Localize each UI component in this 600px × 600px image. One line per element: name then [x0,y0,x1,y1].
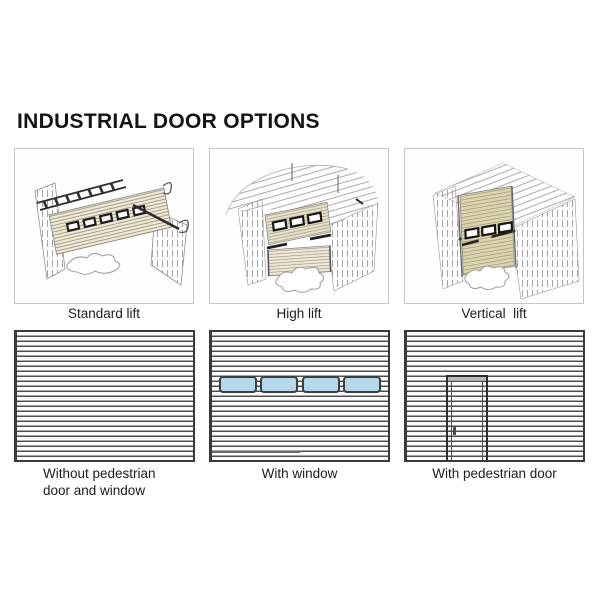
track-bracket-right [178,219,189,234]
vertical-lift-illustration [432,162,580,300]
track-bracket-top [162,182,172,195]
standard-lift-illustration [34,179,189,286]
partial-slat-line [212,451,300,453]
wall-bracket [355,198,364,205]
floor-scribble [275,266,325,293]
roller-right [512,229,516,233]
lift-label-standard: Standard lift [67,306,141,321]
window-pane [260,376,299,393]
pedestrian-door-leaf [451,381,483,460]
door-variant-with-pedestrian-door [404,330,585,462]
left-wall-hatch [34,182,66,280]
window-pane [219,376,257,393]
open-door-panel [48,187,172,255]
left-wall-hatch [432,185,464,290]
pedestrian-door-frame [446,375,488,460]
door-variant-label-pedestrian: With pedestrian door [432,466,557,481]
ceiling-edge [225,164,349,216]
far-track [132,203,180,231]
hinge-bar-left [461,239,479,247]
floor-scribble [66,252,121,275]
right-wall-hatch [510,198,580,300]
page-title: INDUSTRIAL DOOR OPTIONS [17,110,320,133]
door-variant-with-window [209,330,390,462]
door-variant-label-window: With window [261,466,338,481]
door-handle [453,427,456,435]
high-lift-card [209,148,389,304]
upper-door-section [264,201,332,246]
hinge-bar-left [266,242,288,250]
side-rail-left [457,194,463,278]
hinge-bar-right [491,229,514,239]
pedestrian-door [446,375,488,460]
door-variant-label-plain: Without pedestrian door and window [43,466,156,498]
door-window-row [271,211,323,232]
side-rail-right [511,185,517,269]
ceiling-track-ladder [36,179,127,211]
hinge-bar-right [309,233,332,241]
roller-left [458,237,462,241]
standard-lift-card [14,148,194,304]
door-variant-plain [14,330,195,462]
left-wall-hatch [237,198,267,286]
window-pane [342,376,381,393]
window-pane [301,376,340,393]
window-row [212,376,388,393]
lift-label-vertical: Vertical lift [461,306,527,321]
high-lift-illustration [225,163,379,293]
ceiling-hatch [226,165,378,229]
vertical-lift-card [404,148,584,304]
door-window-row [65,204,147,233]
lift-label-high: High lift [276,306,322,321]
pedestrian-door-header [448,377,486,380]
vertical-door-panel [459,185,515,276]
floor-scribble [464,265,510,290]
door-window-row [464,221,514,240]
